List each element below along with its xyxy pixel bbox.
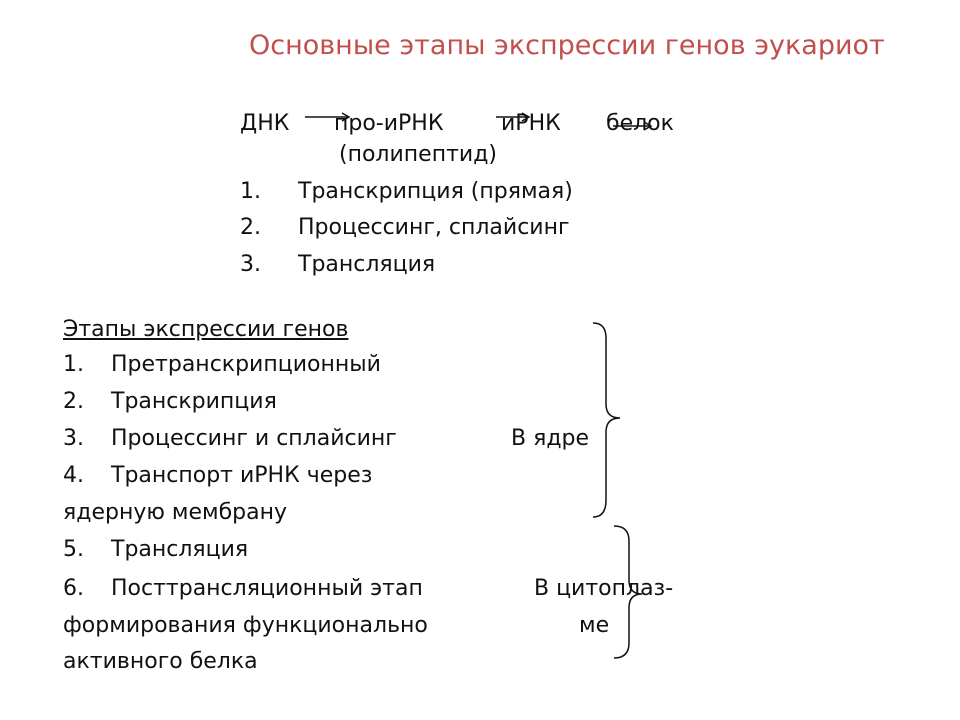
- stage-continuation: ядерную мембрану: [63, 500, 288, 525]
- scheme-step-3: 3. Трансляция: [240, 251, 435, 279]
- nucleus-label: В ядре: [511, 426, 590, 451]
- step-label: Процессинг, сплайсинг: [298, 215, 570, 240]
- stages-heading: Этапы экспрессии генов: [63, 317, 349, 342]
- stage-label: Претранскрипционный: [111, 352, 381, 377]
- nucleus-brace: [592, 322, 621, 518]
- scheme-step-2: 2. Процессинг, сплайсинг: [240, 214, 570, 242]
- stage-number: 6.: [63, 576, 84, 601]
- stage-item: 6. Посттрансляционный этап: [63, 575, 423, 603]
- protein-note: (полипептид): [339, 142, 497, 167]
- cytoplasm-label-line1: В цитоплаз-: [534, 576, 674, 601]
- stage-item: 1. Претранскрипционный: [63, 351, 381, 379]
- stage-label: Транспорт иРНК через: [111, 463, 373, 488]
- stage-item: 5. Трансляция: [63, 536, 248, 564]
- protein-label: белок: [606, 111, 674, 136]
- slide-title: Основные этапы экспрессии генов эукариот: [249, 30, 885, 61]
- arrowhead-dna-to-premrna: [341, 112, 351, 122]
- stage-number: 4.: [63, 463, 84, 488]
- stage-item: 3. Процессинг и сплайсинг: [63, 425, 397, 453]
- stage-label: Процессинг и сплайсинг: [111, 426, 397, 451]
- dna-label: ДНК: [240, 111, 290, 136]
- pre-mrna-label: про-иРНК: [334, 111, 444, 136]
- stage-number: 3.: [63, 426, 84, 451]
- step-number: 1.: [240, 179, 261, 204]
- stage-label: Посттрансляционный этап: [111, 576, 423, 601]
- stage-continuation: формирования функционально: [63, 613, 428, 638]
- scheme-step-1: 1. Транскрипция (прямая): [240, 178, 573, 206]
- step-number: 2.: [240, 215, 261, 240]
- stage-number: 2.: [63, 389, 84, 414]
- step-label: Транскрипция (прямая): [298, 179, 573, 204]
- stage-number: 1.: [63, 352, 84, 377]
- stage-label: Транскрипция: [111, 389, 277, 414]
- stage-label: Трансляция: [111, 537, 249, 562]
- stage-item: 4. Транспорт иРНК через: [63, 462, 372, 490]
- stage-number: 5.: [63, 537, 84, 562]
- cytoplasm-label-line2: ме: [579, 613, 610, 638]
- mrna-label: иРНК: [501, 111, 561, 136]
- stage-continuation: активного белка: [63, 649, 258, 674]
- step-label: Трансляция: [298, 252, 436, 277]
- arrowhead-premrna-to-mrna: [521, 112, 531, 122]
- step-number: 3.: [240, 252, 261, 277]
- cytoplasm-brace: [613, 525, 643, 659]
- stage-item: 2. Транскрипция: [63, 388, 277, 416]
- arrowhead-mrna-to-protein: [643, 121, 653, 131]
